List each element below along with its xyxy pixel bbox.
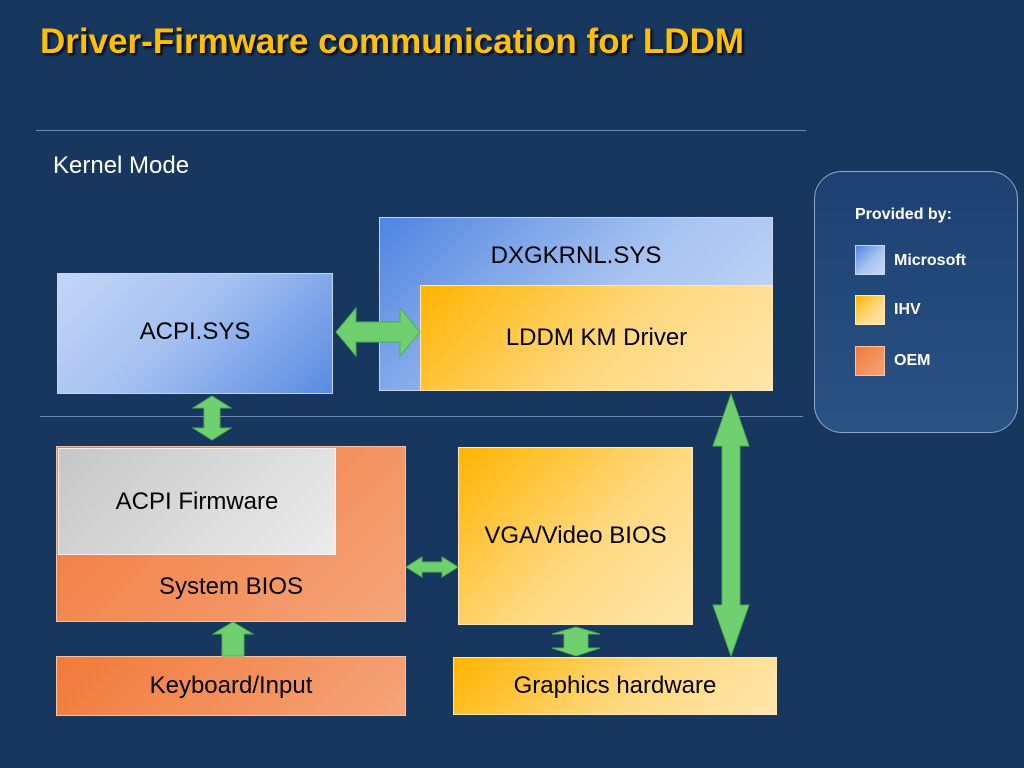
acpi-sys-label: ACPI.SYS: [139, 317, 251, 345]
vga-video-bios-label: VGA/Video BIOS: [484, 522, 667, 549]
acpi-sys-box: ACPI.SYS: [57, 273, 333, 394]
middle-divider: [40, 416, 803, 417]
legend-panel: Provided by: Microsoft IHV OEM: [814, 171, 1018, 433]
graphics-hardware-label: Graphics hardware: [513, 672, 717, 699]
keyboard-input-system-bios-arrow: [211, 621, 255, 657]
lddm-km-driver-box: LDDM KM Driver: [420, 285, 773, 391]
legend-label-oem: OEM: [894, 352, 931, 369]
keyboard-input-label: Keyboard/Input: [149, 672, 313, 699]
kernel-mode-label: Kernel Mode: [53, 152, 190, 179]
legend-swatch-microsoft: [855, 245, 885, 275]
top-divider: [36, 130, 806, 131]
lddm-graphics-hardware-arrow: [712, 392, 750, 658]
legend-label-microsoft: Microsoft: [894, 252, 966, 269]
acpi-firmware-label: ACPI Firmware: [115, 487, 279, 515]
dxgkrnl-label: DXGKRNL.SYS: [490, 242, 662, 269]
legend-swatch-ihv: [855, 295, 885, 325]
page-title: Driver-Firmware communication for LDDM: [40, 22, 744, 61]
lddm-km-driver-label: LDDM KM Driver: [505, 324, 688, 351]
vga-bios-graphics-hardware-arrow: [551, 626, 601, 657]
legend-title: Provided by:: [855, 206, 952, 223]
keyboard-input-box: Keyboard/Input: [56, 656, 406, 716]
system-bios-vga-bios-arrow: [405, 556, 459, 578]
system-bios-label: System BIOS: [158, 573, 304, 600]
vga-video-bios-box: VGA/Video BIOS: [458, 447, 693, 625]
acpi-firmware-box: ACPI Firmware: [58, 448, 336, 555]
legend-label-ihv: IHV: [894, 301, 921, 318]
acpi-sys-lddm-arrow: [335, 306, 421, 358]
legend-swatch-oem: [855, 346, 885, 376]
graphics-hardware-box: Graphics hardware: [453, 657, 777, 715]
acpi-sys-system-bios-arrow: [191, 395, 233, 441]
